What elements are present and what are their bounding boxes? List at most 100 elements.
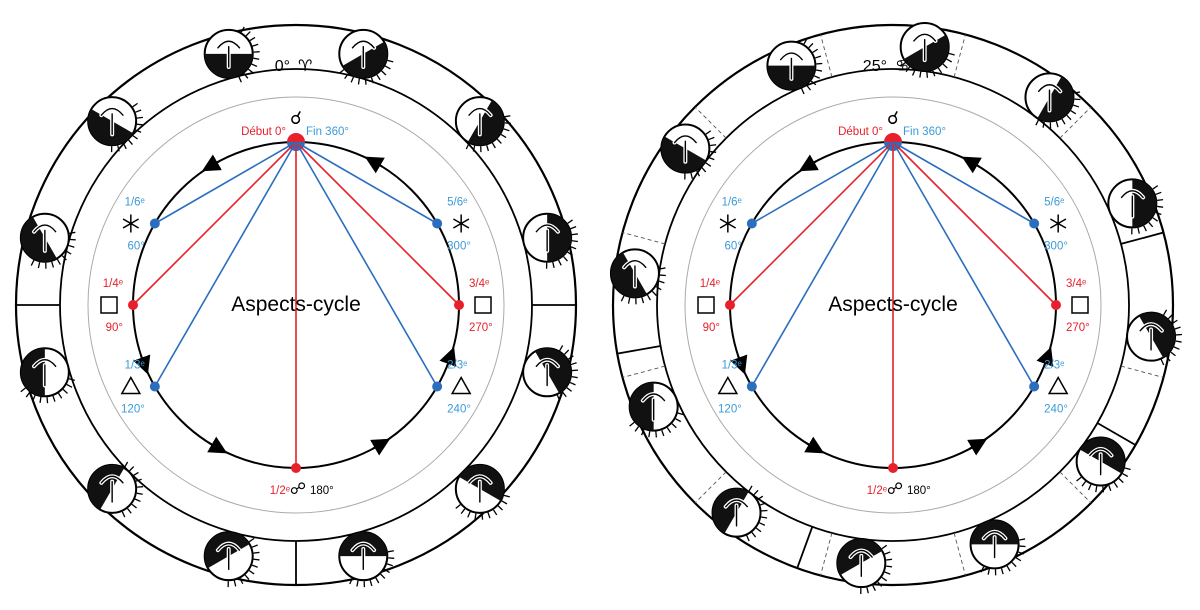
sign-glyph bbox=[351, 542, 375, 571]
start-label: Début 0° bbox=[241, 126, 286, 138]
top-sign-glyph: ♈ bbox=[298, 56, 312, 75]
sign-ray bbox=[253, 551, 260, 554]
aspect-line-270 bbox=[892, 141, 1057, 306]
sign-ray bbox=[32, 395, 36, 402]
diagram-title: Aspects-cycle bbox=[231, 293, 361, 316]
aries-rays bbox=[629, 412, 684, 438]
sign-ray bbox=[677, 412, 684, 416]
sign-ray bbox=[357, 78, 361, 85]
sextile-stroke bbox=[452, 218, 470, 229]
sign-ray bbox=[708, 136, 715, 141]
cycle-arrow bbox=[207, 436, 228, 454]
aspect-line-120 bbox=[751, 141, 894, 387]
sign-ray bbox=[30, 259, 35, 266]
sign-ray bbox=[696, 170, 701, 177]
aspect-degree-label: 120° bbox=[121, 404, 145, 416]
libra-rays bbox=[1131, 185, 1164, 235]
end-label: Fin 360° bbox=[903, 126, 946, 138]
sign-ray bbox=[701, 166, 707, 173]
sextile-60-icon bbox=[719, 214, 737, 233]
aries-rays bbox=[338, 59, 394, 85]
aspect-degree-label: 90° bbox=[703, 322, 720, 334]
sign-ray bbox=[117, 145, 120, 152]
sign-ray bbox=[1108, 484, 1112, 491]
sign-ray bbox=[872, 585, 876, 591]
sign-ray bbox=[571, 240, 578, 243]
aspect-degree-label: 60° bbox=[724, 241, 741, 253]
capricorn-rays bbox=[30, 231, 76, 269]
sign-ray bbox=[500, 133, 507, 139]
aspect-line-270 bbox=[295, 141, 460, 306]
aspect-point-60 bbox=[746, 218, 757, 229]
sign-ray bbox=[239, 578, 244, 585]
sign-shadow bbox=[1037, 76, 1074, 122]
sign-ray bbox=[51, 261, 55, 268]
opposition-icon: ☍ bbox=[290, 479, 306, 498]
sign-ray bbox=[132, 134, 138, 140]
cycle-arrow bbox=[439, 346, 457, 367]
sagittarius-rays bbox=[20, 378, 75, 404]
house-line bbox=[796, 526, 814, 569]
sign-ray bbox=[376, 74, 381, 81]
sign-ray bbox=[641, 297, 645, 304]
cancer-rays bbox=[800, 38, 823, 95]
sign-ray bbox=[640, 429, 645, 436]
sign-ray bbox=[948, 52, 955, 56]
sign-ray bbox=[380, 573, 386, 579]
sign-ray bbox=[238, 76, 242, 83]
cycle-arrow bbox=[1036, 346, 1054, 367]
sign-ray bbox=[1152, 185, 1159, 190]
sign-ray bbox=[629, 421, 635, 427]
diagram-title: Aspects-cycle bbox=[828, 293, 958, 316]
trine-120-icon bbox=[120, 375, 142, 395]
sign-ray bbox=[1073, 91, 1081, 94]
leo-icon bbox=[454, 463, 510, 520]
sign-ray bbox=[708, 156, 715, 161]
gemini-icon bbox=[522, 212, 578, 269]
sign-ray bbox=[244, 574, 250, 580]
aspect-fraction-label: 2/3ᵉ bbox=[447, 360, 467, 372]
aspect-fraction-label: 5/6ᵉ bbox=[447, 197, 467, 209]
sign-ray bbox=[559, 345, 564, 351]
aspect-line-90 bbox=[132, 141, 297, 306]
top-sign-glyph: ♋ bbox=[895, 56, 909, 75]
virgo-icon bbox=[338, 531, 395, 588]
sign-ray bbox=[1015, 557, 1022, 562]
sign-ray bbox=[627, 297, 631, 304]
sign-ray bbox=[20, 387, 26, 393]
sign-ray bbox=[69, 231, 76, 235]
cancer-icon bbox=[522, 345, 579, 401]
sign-ray bbox=[1160, 359, 1165, 366]
sign-ray bbox=[806, 84, 812, 91]
sign-ray bbox=[504, 115, 511, 118]
sign-ray bbox=[648, 431, 651, 438]
scorpio-icon bbox=[87, 461, 144, 518]
gemini-rays bbox=[545, 219, 578, 269]
sagittarius-rays bbox=[1076, 467, 1131, 493]
sign-ray bbox=[1042, 121, 1045, 128]
sign-ray bbox=[884, 551, 891, 555]
sign-ray bbox=[1165, 355, 1171, 362]
aspect-degree-label: 60° bbox=[127, 241, 144, 253]
sign-glyph bbox=[100, 475, 124, 503]
aspect-degree-label: 270° bbox=[1066, 322, 1090, 334]
sign-ray bbox=[249, 36, 256, 42]
sign-ray bbox=[486, 145, 490, 152]
sign-ray bbox=[946, 58, 953, 63]
sign-ray bbox=[1000, 568, 1004, 575]
sign-ray bbox=[655, 286, 662, 291]
sign-ray bbox=[68, 378, 75, 381]
sign-ray bbox=[349, 578, 353, 585]
sign-ray bbox=[491, 142, 496, 149]
sign-ray bbox=[563, 256, 568, 262]
cycle-arrow bbox=[201, 154, 222, 172]
aspect-degree-label: 90° bbox=[106, 322, 123, 334]
sign-ray bbox=[62, 388, 68, 394]
sign-ray bbox=[1137, 227, 1140, 234]
sign-ray bbox=[570, 225, 577, 230]
aspect-line-60 bbox=[751, 141, 894, 225]
sign-ray bbox=[61, 255, 67, 261]
sign-glyph bbox=[217, 542, 241, 571]
virgo-rays bbox=[349, 550, 395, 588]
